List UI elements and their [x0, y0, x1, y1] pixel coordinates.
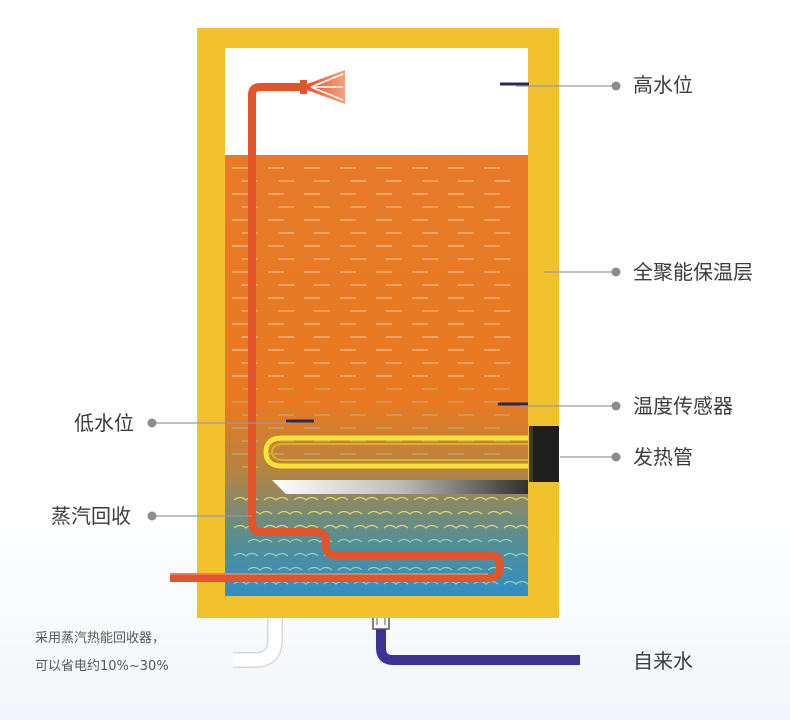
water-wave [397, 566, 423, 571]
water-wave [277, 538, 303, 543]
water-wave [383, 524, 409, 529]
water-wave [307, 510, 333, 515]
water-wave [503, 580, 529, 585]
water-wave [323, 496, 349, 501]
water-wave [457, 538, 483, 543]
tank-air-space [225, 48, 528, 155]
water-wave [367, 538, 393, 543]
water-wave [337, 538, 363, 543]
water-wave [277, 566, 303, 571]
water-wave [367, 566, 393, 571]
water-wave [233, 552, 259, 557]
water-wave [427, 566, 453, 571]
water-wave [367, 510, 393, 515]
water-wave [427, 538, 453, 543]
water-wave [277, 510, 303, 515]
water-wave [323, 524, 349, 529]
water-wave [263, 552, 289, 557]
label-low-water-level: 低水位 [74, 411, 134, 435]
water-wave [443, 496, 469, 501]
water-wave [503, 524, 529, 529]
water-wave [413, 496, 439, 501]
water-wave [413, 524, 439, 529]
water-wave [427, 510, 453, 515]
label-tap-water: 自来水 [633, 649, 693, 673]
label-steam-recovery: 蒸汽回收 [51, 504, 131, 528]
water-wave [247, 538, 273, 543]
label-temp-sensor: 温度传感器 [633, 394, 733, 418]
water-wave [457, 566, 483, 571]
spray-nozzle [300, 80, 307, 94]
water-wave [503, 496, 529, 501]
water-wave [487, 538, 513, 543]
water-wave [307, 566, 333, 571]
water-wave [457, 510, 483, 515]
water-wave [397, 510, 423, 515]
water-wave [443, 524, 469, 529]
water-wave [293, 552, 319, 557]
water-wave [397, 538, 423, 543]
water-wave [473, 496, 499, 501]
heating-rod [272, 480, 528, 494]
savings-note-line1: 采用蒸汽热能回收器， [35, 631, 166, 646]
label-high-water-level: 高水位 [633, 73, 693, 97]
heating-coil [263, 435, 528, 469]
water-wave [337, 510, 363, 515]
water-wave [503, 552, 529, 557]
heater-housing [529, 426, 559, 482]
water-wave [487, 510, 513, 515]
water-wave [263, 496, 289, 501]
savings-note-line2: 可以省电约10%~30% [35, 659, 169, 674]
water-wave [293, 496, 319, 501]
water-wave [383, 496, 409, 501]
water-wave [353, 496, 379, 501]
label-heating-tube: 发热管 [633, 445, 693, 469]
inlet-pipe [376, 595, 580, 665]
label-insulation-layer: 全聚能保温层 [633, 260, 753, 284]
leader-lines [147, 81, 621, 521]
water-wave [473, 524, 499, 529]
water-wave [353, 524, 379, 529]
water-wave [337, 566, 363, 571]
steam-recovery-pipe [170, 83, 504, 582]
water-wave [247, 566, 273, 571]
